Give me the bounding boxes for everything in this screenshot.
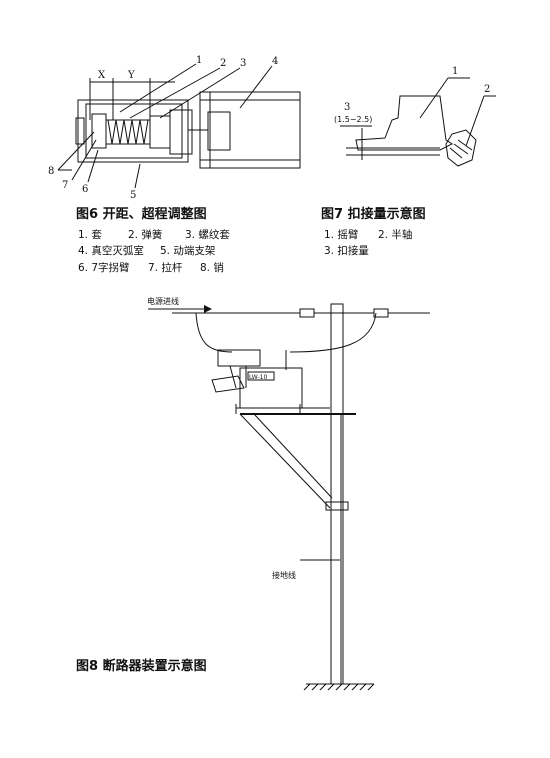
fig6-legend-3: 3. 螺纹套	[185, 228, 230, 241]
fig6-label-8: 8	[48, 166, 54, 177]
fig6-legend-1: 1. 套	[78, 228, 102, 241]
spring-icon	[106, 119, 150, 145]
fig6-legend-4: 4. 真空灭弧室	[78, 244, 144, 257]
fig7-diagram: 1 2 3 (1.5−2.5)	[334, 66, 496, 167]
fig6-legend-6: 6. 7字拐臂	[78, 261, 130, 274]
fig6-label-2: 2	[220, 58, 226, 69]
fig7-label-3: 3	[344, 102, 350, 113]
fig7-label-2: 2	[484, 84, 490, 95]
fig6-label-1: 1	[196, 55, 202, 66]
fig8-caption: 图8 断路器装置示意图	[76, 658, 207, 674]
fig7-dim-text: (1.5−2.5)	[334, 115, 372, 124]
dim-y-label: Y	[127, 70, 135, 81]
fig6-label-7: 7	[62, 180, 68, 191]
arrow-right-icon	[204, 305, 212, 313]
fig7-label-1: 1	[452, 66, 458, 77]
fig6-label-3: 3	[240, 58, 246, 69]
fig7-legend-3: 3. 扣接量	[324, 244, 369, 257]
insulator-icon	[299, 308, 389, 318]
nameplate-text: LW-10	[249, 374, 267, 381]
dim-x-label: X	[98, 70, 106, 81]
fig6-caption: 图6 开距、超程调整图	[76, 206, 207, 222]
power-in-label: 电源进线	[147, 296, 179, 306]
ground-hatch-icon	[303, 683, 375, 691]
fig6-label-5: 5	[130, 190, 136, 201]
circuit-breaker: LW-10	[211, 349, 356, 509]
fig6-label-6: 6	[82, 184, 88, 195]
fig6-legend-2: 2. 弹簧	[128, 228, 162, 241]
fig6-diagram: X Y 1 2 3	[48, 55, 301, 201]
pole-clamp	[325, 501, 349, 511]
ground-wire-label: 接地线	[272, 570, 296, 580]
fig6-legend-7: 7. 拉杆	[148, 261, 183, 274]
fig7-caption: 图7 扣接量示意图	[321, 206, 426, 222]
fig8-diagram: 电源进线 LW-10	[147, 296, 430, 691]
fig7-legend-1: 1. 摇臂	[324, 228, 359, 241]
fig6-label-4: 4	[272, 56, 278, 67]
fig6-legend-5: 5. 动端支架	[160, 244, 216, 257]
fig7-legend-2: 2. 半轴	[378, 228, 412, 241]
fig6-legend-8: 8. 销	[200, 261, 224, 274]
